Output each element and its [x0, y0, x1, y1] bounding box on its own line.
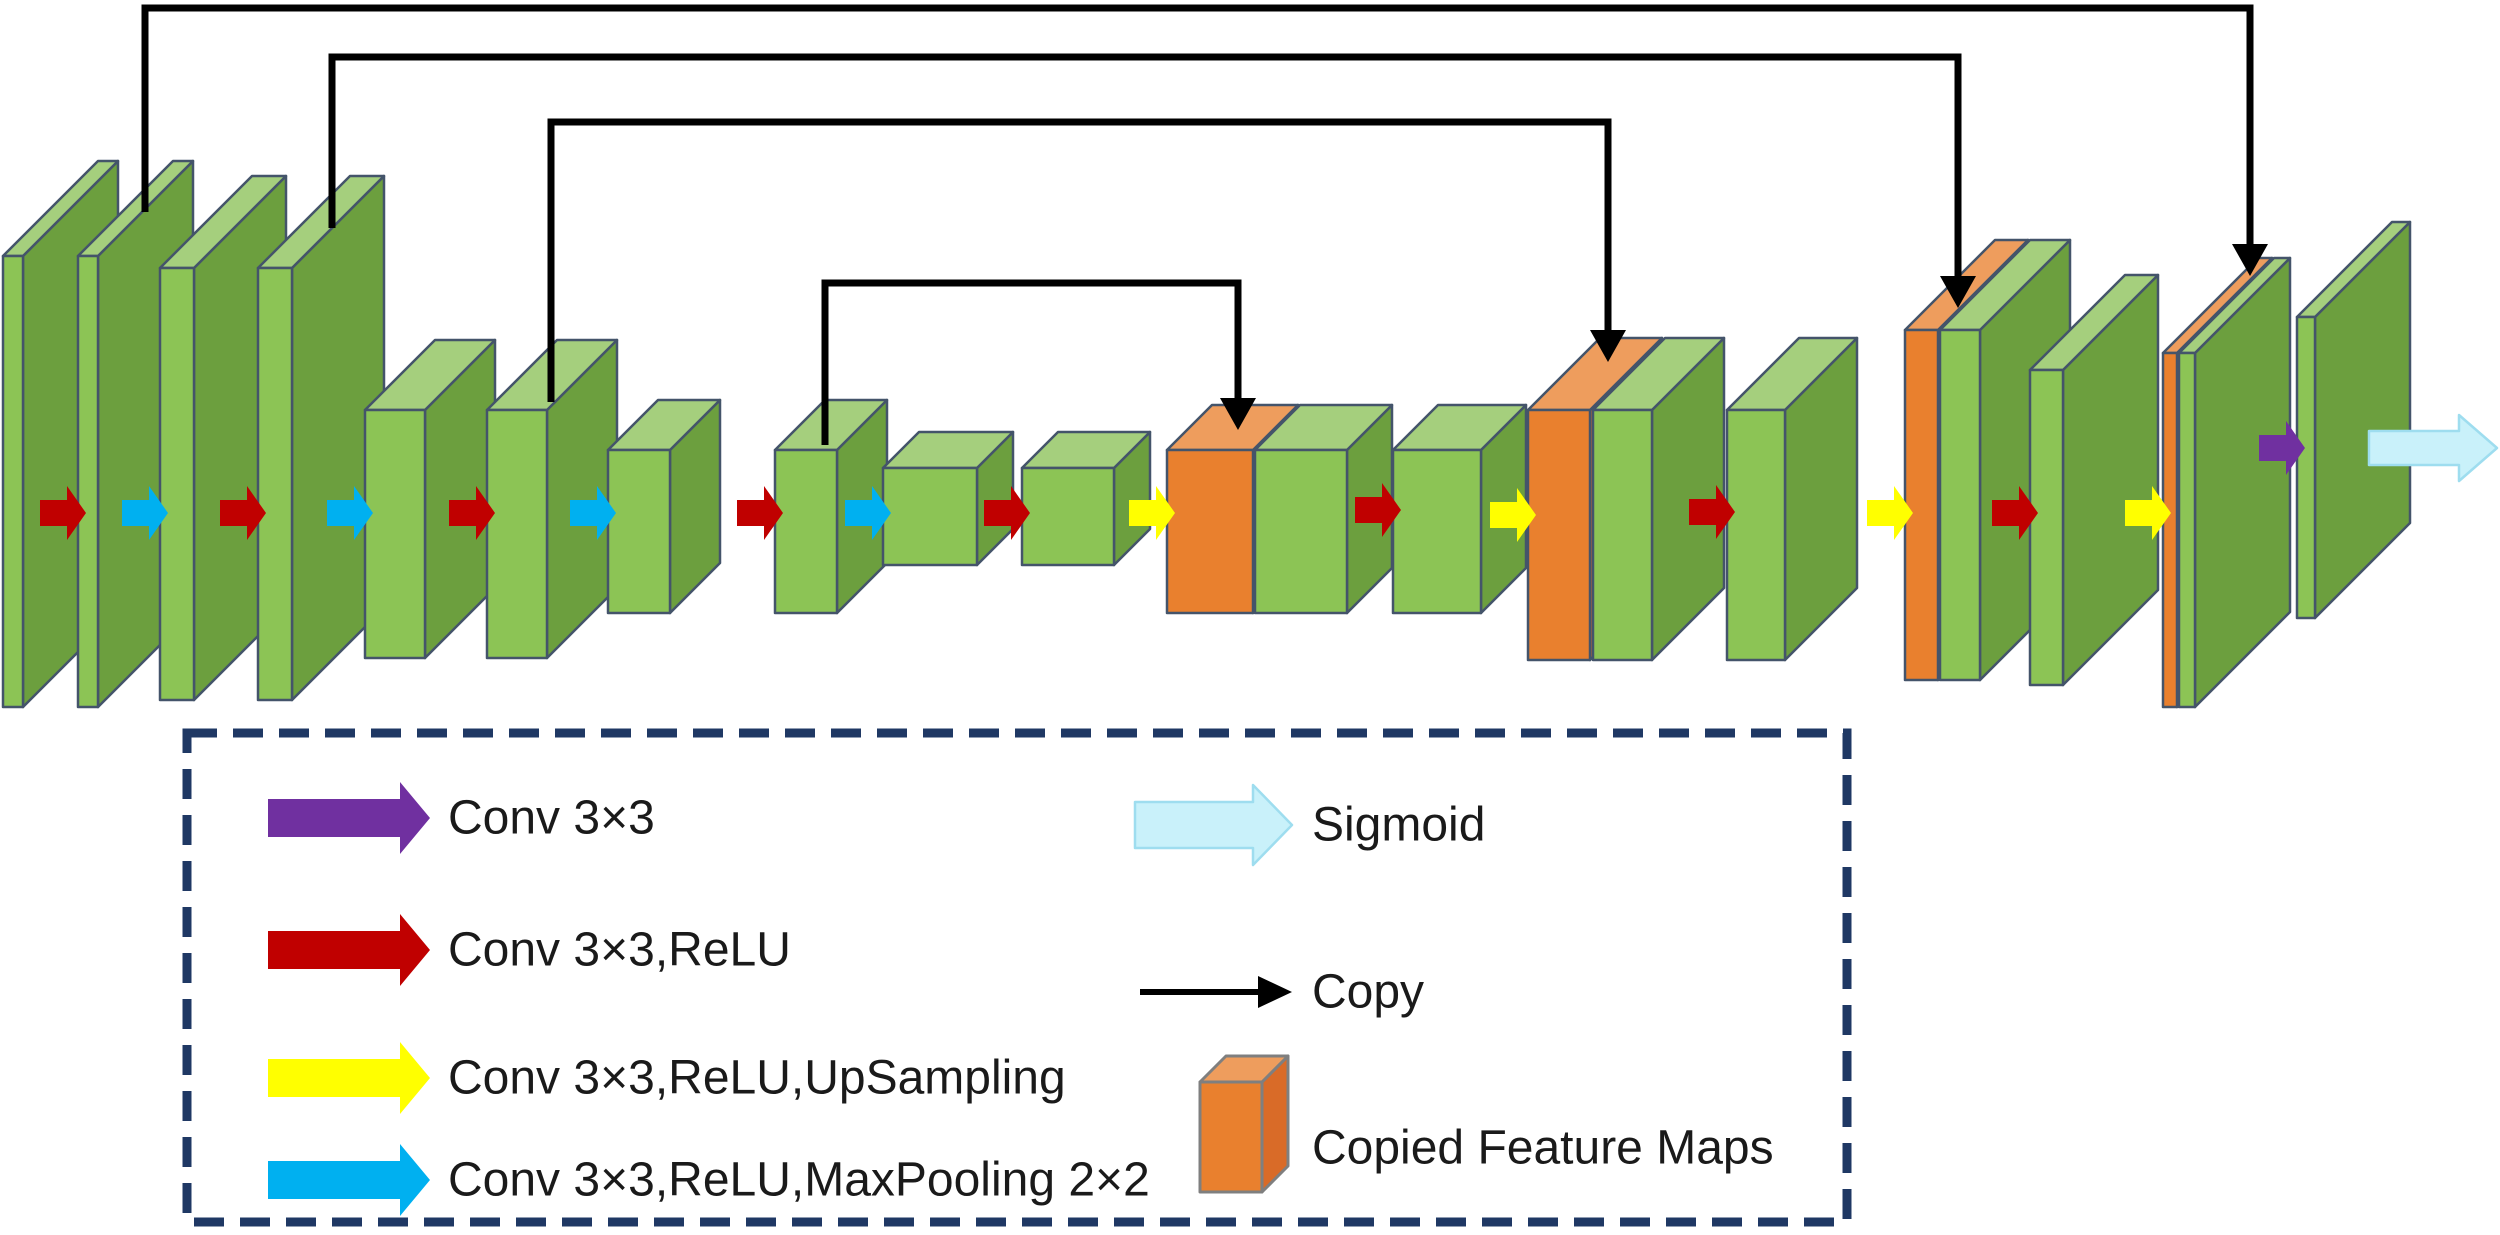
legend-conv_relu_upsample-arrow-icon [268, 1042, 430, 1114]
feature-map-dec2-conv2 [2028, 273, 2160, 687]
feature-map-enc2-conv2 [256, 174, 386, 702]
op-arrow-conv_relu_upsample-14 [1867, 486, 1913, 540]
legend-label-copy: Copy [1312, 966, 1424, 1019]
feature-map-bottleneck-conv2 [1020, 430, 1152, 567]
op-arrow-conv_relu-11 [1355, 483, 1401, 537]
legend-sigmoid-arrow-icon [1133, 783, 1294, 867]
feature-map-enc4-conv1 [606, 398, 722, 615]
legend-entry-conv_relu_upsample: Conv 3×3,ReLU,UpSampling [268, 1042, 1066, 1114]
op-arrow-conv_relu_upsample-10 [1129, 486, 1175, 540]
op-arrow-conv-17 [2259, 421, 2305, 475]
op-arrow-conv_relu-13 [1689, 485, 1735, 539]
copy-arrowhead-icon [1940, 276, 1976, 308]
legend-copy-arrowhead-icon [1258, 976, 1292, 1008]
legend-conv_relu_maxpool-arrow-icon [268, 1144, 430, 1216]
op-arrow-conv_relu_maxpool-8 [845, 486, 891, 540]
op-arrow-conv_relu_maxpool-4 [327, 486, 373, 540]
op-arrow-conv_relu-3 [220, 486, 266, 540]
feature-map-dec1-conv1 [2177, 256, 2292, 709]
op-arrow-conv_relu_maxpool-2 [122, 486, 168, 540]
op-arrow-conv_relu-7 [737, 486, 783, 540]
operation-arrows [40, 413, 2499, 542]
op-arrow-conv_relu-9 [984, 486, 1030, 540]
legend-label-conv_relu: Conv 3×3,ReLU [448, 924, 791, 977]
copy-skip-connection-2 [328, 53, 1976, 308]
copied-feature-map-icon [1198, 1054, 1290, 1194]
feature-map-bottleneck-conv1 [881, 430, 1015, 567]
legend-label-conv_relu_upsample: Conv 3×3,ReLU,UpSampling [448, 1052, 1066, 1105]
feature-map-output-map [2295, 220, 2412, 620]
legend-box [182, 728, 1852, 1227]
legend-label-sigmoid: Sigmoid [1312, 799, 1485, 852]
legend-entry-conv_relu_maxpool: Conv 3×3,ReLU,MaxPooling 2×2 [268, 1144, 1150, 1216]
op-arrow-conv_relu-15 [1992, 486, 2038, 540]
copy-skip-connection-4 [821, 279, 1256, 445]
legend-entry-copy: Copy [1140, 966, 1424, 1019]
legend-label-copied_feature_map: Copied Feature Maps [1312, 1122, 1774, 1175]
op-arrow-conv_relu_upsample-12 [1490, 488, 1536, 542]
copy-skip-connection-3 [547, 118, 1626, 402]
op-arrow-conv_relu_upsample-16 [2125, 486, 2171, 540]
feature-map-dec3-conv2 [1725, 336, 1859, 662]
copy-arrowhead-icon [1220, 398, 1256, 430]
op-arrow-conv_relu_maxpool-6 [570, 486, 616, 540]
legend-label-conv_relu_maxpool: Conv 3×3,ReLU,MaxPooling 2×2 [448, 1154, 1150, 1207]
copy-skip-connection-1 [141, 4, 2268, 276]
op-arrow-conv_relu-1 [40, 486, 86, 540]
copy-arrowhead-icon [2232, 244, 2268, 276]
legend-label-conv: Conv 3×3 [448, 792, 655, 845]
legend-conv-arrow-icon [268, 782, 430, 854]
op-arrow-sigmoid-18 [2367, 413, 2499, 483]
legend-entry-sigmoid: Sigmoid [1133, 783, 1485, 867]
legend-entry-conv: Conv 3×3 [268, 782, 655, 854]
feature-map-slabs [1, 159, 2412, 709]
legend-conv_relu-arrow-icon [268, 914, 430, 986]
legend-entry-conv_relu: Conv 3×3,ReLU [268, 914, 791, 986]
feature-map-enc3-conv1 [363, 338, 497, 660]
skip-connections [141, 4, 2268, 445]
op-arrow-conv_relu-5 [449, 486, 495, 540]
legend-entry-copied_feature_map: Copied Feature Maps [1198, 1054, 1774, 1194]
feature-map-dec3-conv1 [1591, 336, 1726, 662]
copy-arrowhead-icon [1590, 330, 1626, 362]
